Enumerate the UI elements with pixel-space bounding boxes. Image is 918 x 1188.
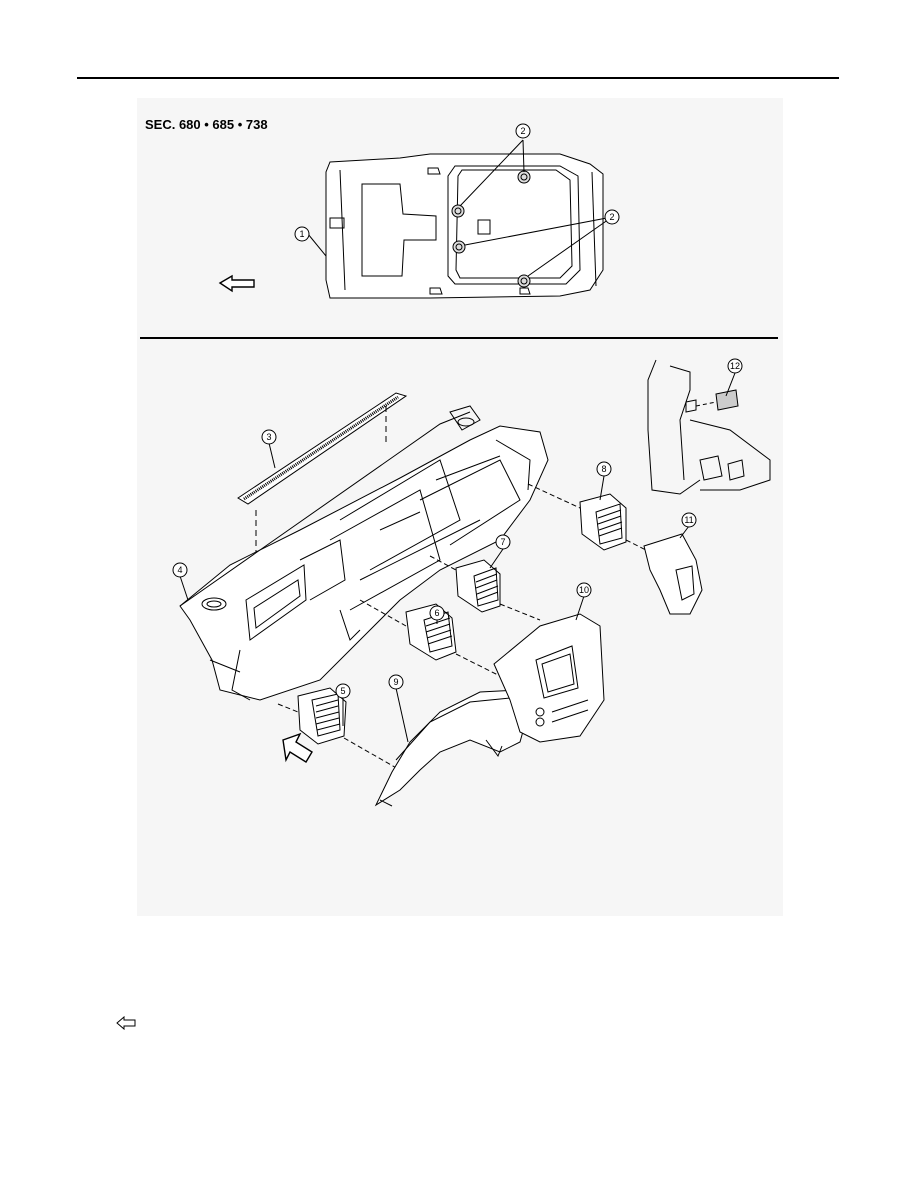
callout-text-12: 12 — [730, 361, 740, 371]
callout-8 — [596, 461, 612, 477]
callout-3 — [261, 429, 277, 445]
section-reference: SEC. 680 • 685 • 738 — [145, 117, 268, 132]
door-trim-inset — [647, 359, 771, 495]
callout-2b — [604, 209, 620, 225]
cluster-lid — [374, 689, 531, 807]
callout-text-6: 6 — [434, 608, 439, 618]
diagonal-arrow-icon — [282, 732, 313, 763]
callout-10 — [576, 582, 592, 598]
callout-6 — [429, 605, 445, 621]
callout-text-4: 4 — [177, 565, 182, 575]
center-vent-right — [455, 559, 501, 613]
callout-7 — [495, 534, 511, 550]
callout-5 — [335, 683, 351, 699]
callout-4 — [172, 562, 188, 578]
callout-2a — [515, 123, 531, 139]
callout-text-11: 11 — [684, 515, 693, 525]
left-arrow-icon — [218, 274, 255, 293]
center-cluster-finisher — [493, 613, 605, 743]
callout-text-7: 7 — [500, 537, 505, 547]
defroster-grille — [237, 392, 408, 505]
callout-text-5: 5 — [340, 686, 345, 696]
side-finisher — [643, 533, 703, 615]
callout-text-3: 3 — [266, 432, 271, 442]
callout-9 — [388, 674, 404, 690]
header-rule — [77, 77, 839, 79]
callout-text-10: 10 — [579, 585, 589, 595]
callout-text-8: 8 — [601, 464, 606, 474]
headlining-panel — [325, 153, 604, 299]
callouts — [172, 123, 743, 699]
center-vent-left — [405, 603, 457, 661]
back-arrow-icon[interactable] — [116, 1016, 136, 1030]
callout-text-2b: 2 — [609, 212, 614, 222]
callout-12 — [727, 358, 743, 374]
callout-text-9: 9 — [393, 677, 398, 687]
callout-text-2a: 2 — [520, 126, 525, 136]
callout-11 — [681, 512, 697, 528]
instrument-panel — [179, 405, 549, 701]
side-vent-left — [297, 687, 347, 745]
callout-text-1: 1 — [299, 229, 304, 239]
callout-1 — [294, 226, 310, 242]
panel-divider — [140, 337, 778, 339]
side-vent-right — [579, 493, 627, 551]
